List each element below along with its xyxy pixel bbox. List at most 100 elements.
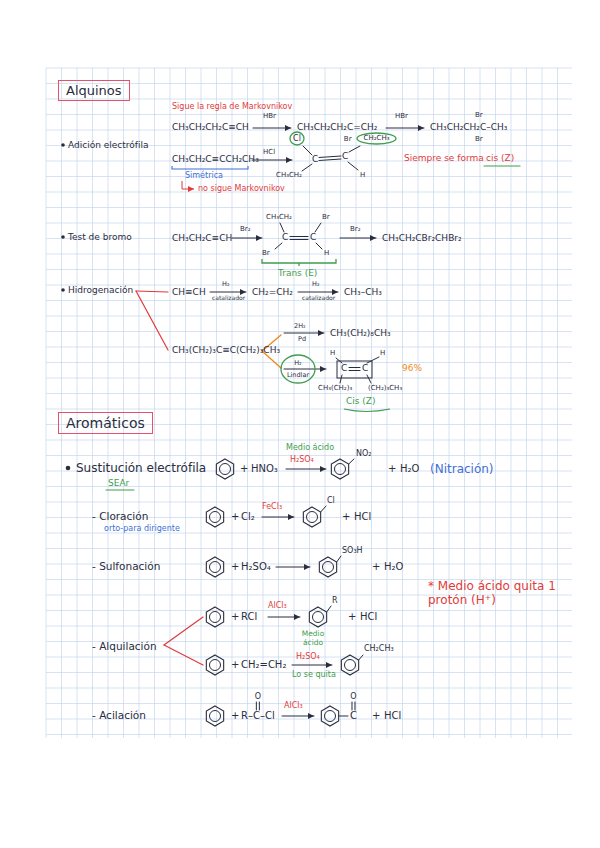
circle-outline bbox=[290, 132, 304, 145]
node-text: H₂ bbox=[287, 360, 309, 367]
grid-line bbox=[557, 68, 558, 738]
note-text: C bbox=[282, 233, 288, 242]
node-text-block: Cl bbox=[293, 135, 301, 143]
reaction-arrow bbox=[268, 617, 300, 618]
note-text: C bbox=[310, 233, 316, 242]
reaction-arrow bbox=[386, 128, 424, 129]
note-text: H₂O bbox=[400, 464, 419, 474]
note-text: - Sulfonación bbox=[92, 561, 160, 572]
reaction-arrow bbox=[253, 128, 291, 129]
note-text: - Acilación bbox=[92, 710, 146, 721]
bond-line bbox=[321, 506, 326, 512]
bond-line bbox=[349, 459, 354, 464]
trans-bracket bbox=[262, 259, 336, 266]
note-text: + bbox=[231, 512, 239, 522]
note-text: 96% bbox=[402, 364, 422, 373]
note-text: CH₃CH₂C≡CCH₂CH₃ bbox=[172, 155, 259, 164]
grid-line bbox=[278, 68, 279, 738]
bond-line bbox=[316, 243, 322, 249]
grid-line bbox=[325, 68, 326, 738]
note-text: CH₃CH₂CH₂C=CH₂ bbox=[297, 123, 377, 132]
note-text: CH₃CH₂C≡CH bbox=[172, 234, 232, 243]
note-text: AlCl₃ bbox=[268, 602, 287, 610]
grid-line bbox=[433, 68, 434, 738]
node-text-block: H₂Lindlar bbox=[287, 360, 309, 379]
note-text: CH₃(CH₂)₈CH₃ bbox=[330, 329, 391, 338]
heading-box: Aromáticos bbox=[58, 412, 153, 434]
note-text: HCl bbox=[263, 149, 275, 156]
benzene-ring bbox=[341, 655, 358, 675]
note-text: catalizador bbox=[302, 295, 335, 301]
reaction-arrow bbox=[340, 238, 376, 239]
benzene-ring bbox=[331, 459, 348, 479]
double-bond bbox=[256, 702, 257, 710]
note-text: cis (Z) bbox=[486, 154, 514, 163]
benzene-ring bbox=[303, 507, 320, 527]
note-text: C bbox=[350, 711, 357, 721]
note-text: O bbox=[350, 693, 356, 701]
grid-line bbox=[46, 68, 572, 69]
grid-line bbox=[154, 68, 155, 738]
note-text: - Cloración bbox=[92, 511, 148, 522]
double-bond bbox=[354, 702, 355, 710]
branch-line bbox=[136, 291, 168, 292]
reaction-arrow bbox=[276, 567, 310, 568]
double-bond bbox=[351, 702, 352, 710]
grid-line bbox=[294, 68, 295, 738]
grid-line bbox=[46, 68, 47, 738]
grid-line bbox=[46, 393, 572, 394]
note-text: + bbox=[231, 660, 239, 670]
aromatic-circle bbox=[325, 711, 336, 722]
note-text: CH₃CH₂CH₂C–CH₃ bbox=[430, 123, 507, 132]
note-text: CH₃CH₂ bbox=[276, 172, 302, 179]
note-text: + bbox=[372, 711, 380, 721]
note-text: 2H₂ bbox=[294, 323, 306, 330]
reaction-drawings bbox=[61, 128, 520, 726]
circled-group: Cl bbox=[289, 131, 305, 146]
note-text: C bbox=[362, 364, 368, 373]
aromatic-circle bbox=[210, 660, 221, 671]
circled-group: CH₂CH₃ bbox=[356, 132, 397, 145]
note-text: (Nitración) bbox=[430, 463, 494, 475]
aromatic-circle bbox=[313, 612, 324, 623]
note-text: Sustitución electrófila bbox=[76, 462, 206, 474]
benzene-ring bbox=[319, 557, 336, 577]
node-text: Alquinos bbox=[66, 84, 122, 97]
grid-line bbox=[340, 68, 341, 738]
note-text: + bbox=[348, 612, 356, 622]
aromatic-circle bbox=[307, 512, 318, 523]
benzene-ring bbox=[321, 706, 338, 726]
node-text: Aromáticos bbox=[66, 416, 145, 430]
reaction-arrow bbox=[282, 716, 314, 717]
note-text: NO₂ bbox=[356, 450, 372, 458]
note-text: Medio ácido bbox=[296, 630, 330, 647]
grid-line bbox=[61, 68, 62, 738]
note-text: orto-para dirigente bbox=[104, 525, 180, 533]
grid-line bbox=[46, 734, 572, 735]
benzene-ring bbox=[206, 655, 223, 675]
node-text: Cl bbox=[293, 135, 301, 143]
note-text: R bbox=[332, 597, 338, 605]
bond-line bbox=[280, 223, 284, 232]
note-text: + bbox=[231, 612, 239, 622]
reaction-arrow bbox=[286, 469, 326, 470]
note-text: H₂ bbox=[312, 281, 320, 288]
note-text: AlCl₃ bbox=[284, 702, 303, 710]
bullet bbox=[61, 143, 65, 147]
grid-line bbox=[46, 254, 572, 255]
grid-line bbox=[46, 192, 572, 193]
benzene-ring bbox=[216, 459, 233, 479]
double-bond-group bbox=[352, 702, 355, 710]
note-text: H bbox=[330, 350, 335, 357]
bond-line bbox=[319, 156, 341, 158]
note-text: C bbox=[341, 364, 347, 373]
grid-line bbox=[46, 409, 572, 410]
note-text: Br bbox=[262, 250, 270, 257]
bond-line bbox=[340, 375, 342, 383]
note-text: H₂SO₄ bbox=[290, 456, 314, 464]
aromatic-circle bbox=[210, 711, 221, 722]
grid-line bbox=[46, 688, 572, 689]
note-text: CH₃(CH₂)₃C≡C(CH₂)₃CH₃ bbox=[172, 346, 280, 355]
grid-line bbox=[46, 316, 572, 317]
